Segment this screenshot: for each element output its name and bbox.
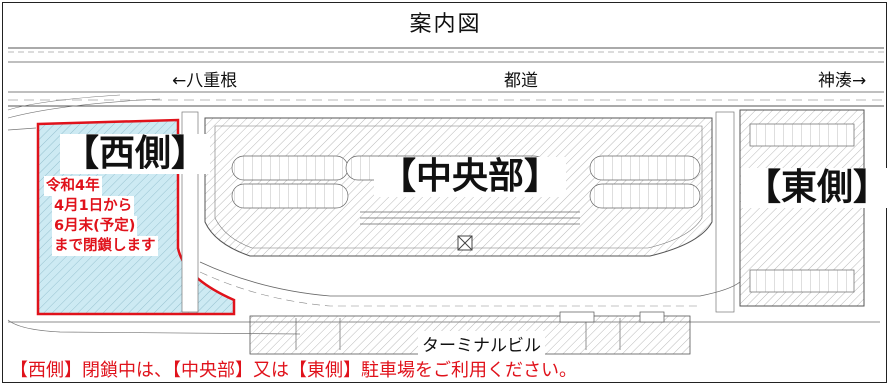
closure-line-3: 6月末(予定): [52, 216, 138, 236]
closure-line-1: 令和4年: [44, 176, 102, 196]
closure-notice: 令和4年 4月1日から 6月末(予定) まで閉鎖します: [44, 176, 158, 256]
east-parking-lot: [739, 109, 865, 307]
road-direction-west: ←八重根: [170, 66, 240, 91]
closure-line-4: まで閉鎖します: [52, 236, 158, 256]
footer-notice: 【西側】閉鎖中は、【中央部】又は【東側】駐車場をご利用ください。: [10, 360, 577, 381]
main-road: [7, 47, 884, 119]
zone-label-east: 【東側】: [741, 168, 891, 208]
map-title: 案内図: [409, 12, 482, 37]
closure-line-2: 4月1日から: [52, 196, 135, 216]
zone-label-west: 【西側】: [60, 134, 211, 174]
road-name: 都道: [500, 66, 542, 91]
zone-label-center: 【中央部】: [374, 157, 567, 197]
road-direction-east: 神湊→: [816, 66, 869, 91]
terminal-building-label: ターミナルビル: [418, 331, 545, 356]
